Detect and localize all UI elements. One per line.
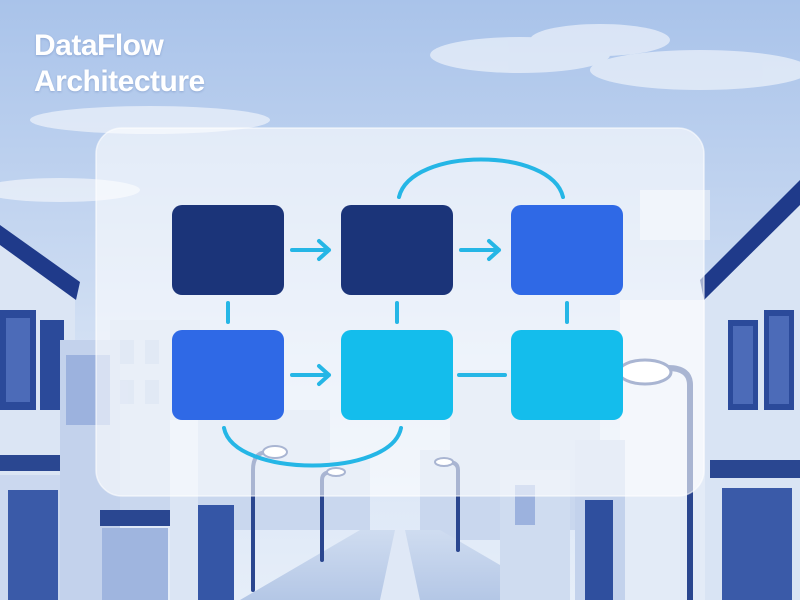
arc-n2-n3 (397, 157, 565, 199)
diagram-connectors (222, 157, 569, 468)
arrow-n2-n3 (459, 239, 501, 261)
node-top-right (511, 205, 623, 295)
left-buildings (0, 225, 234, 600)
arrow-n1-n2 (290, 239, 331, 261)
diagram-nodes (172, 205, 623, 420)
title-line-1: DataFlow (34, 29, 164, 62)
title-line-2: Architecture (34, 65, 205, 98)
arrow-n4-n5 (290, 364, 331, 386)
node-top-middle (341, 205, 453, 295)
page-title: DataFlow Architecture (34, 28, 205, 100)
node-bottom-left (172, 330, 284, 420)
arc-n4-n5 (222, 426, 403, 468)
node-bottom-middle (341, 330, 453, 420)
diagram-panel (95, 127, 705, 497)
dataflow-diagram (172, 157, 623, 468)
node-top-left (172, 205, 284, 295)
node-bottom-right (511, 330, 623, 420)
